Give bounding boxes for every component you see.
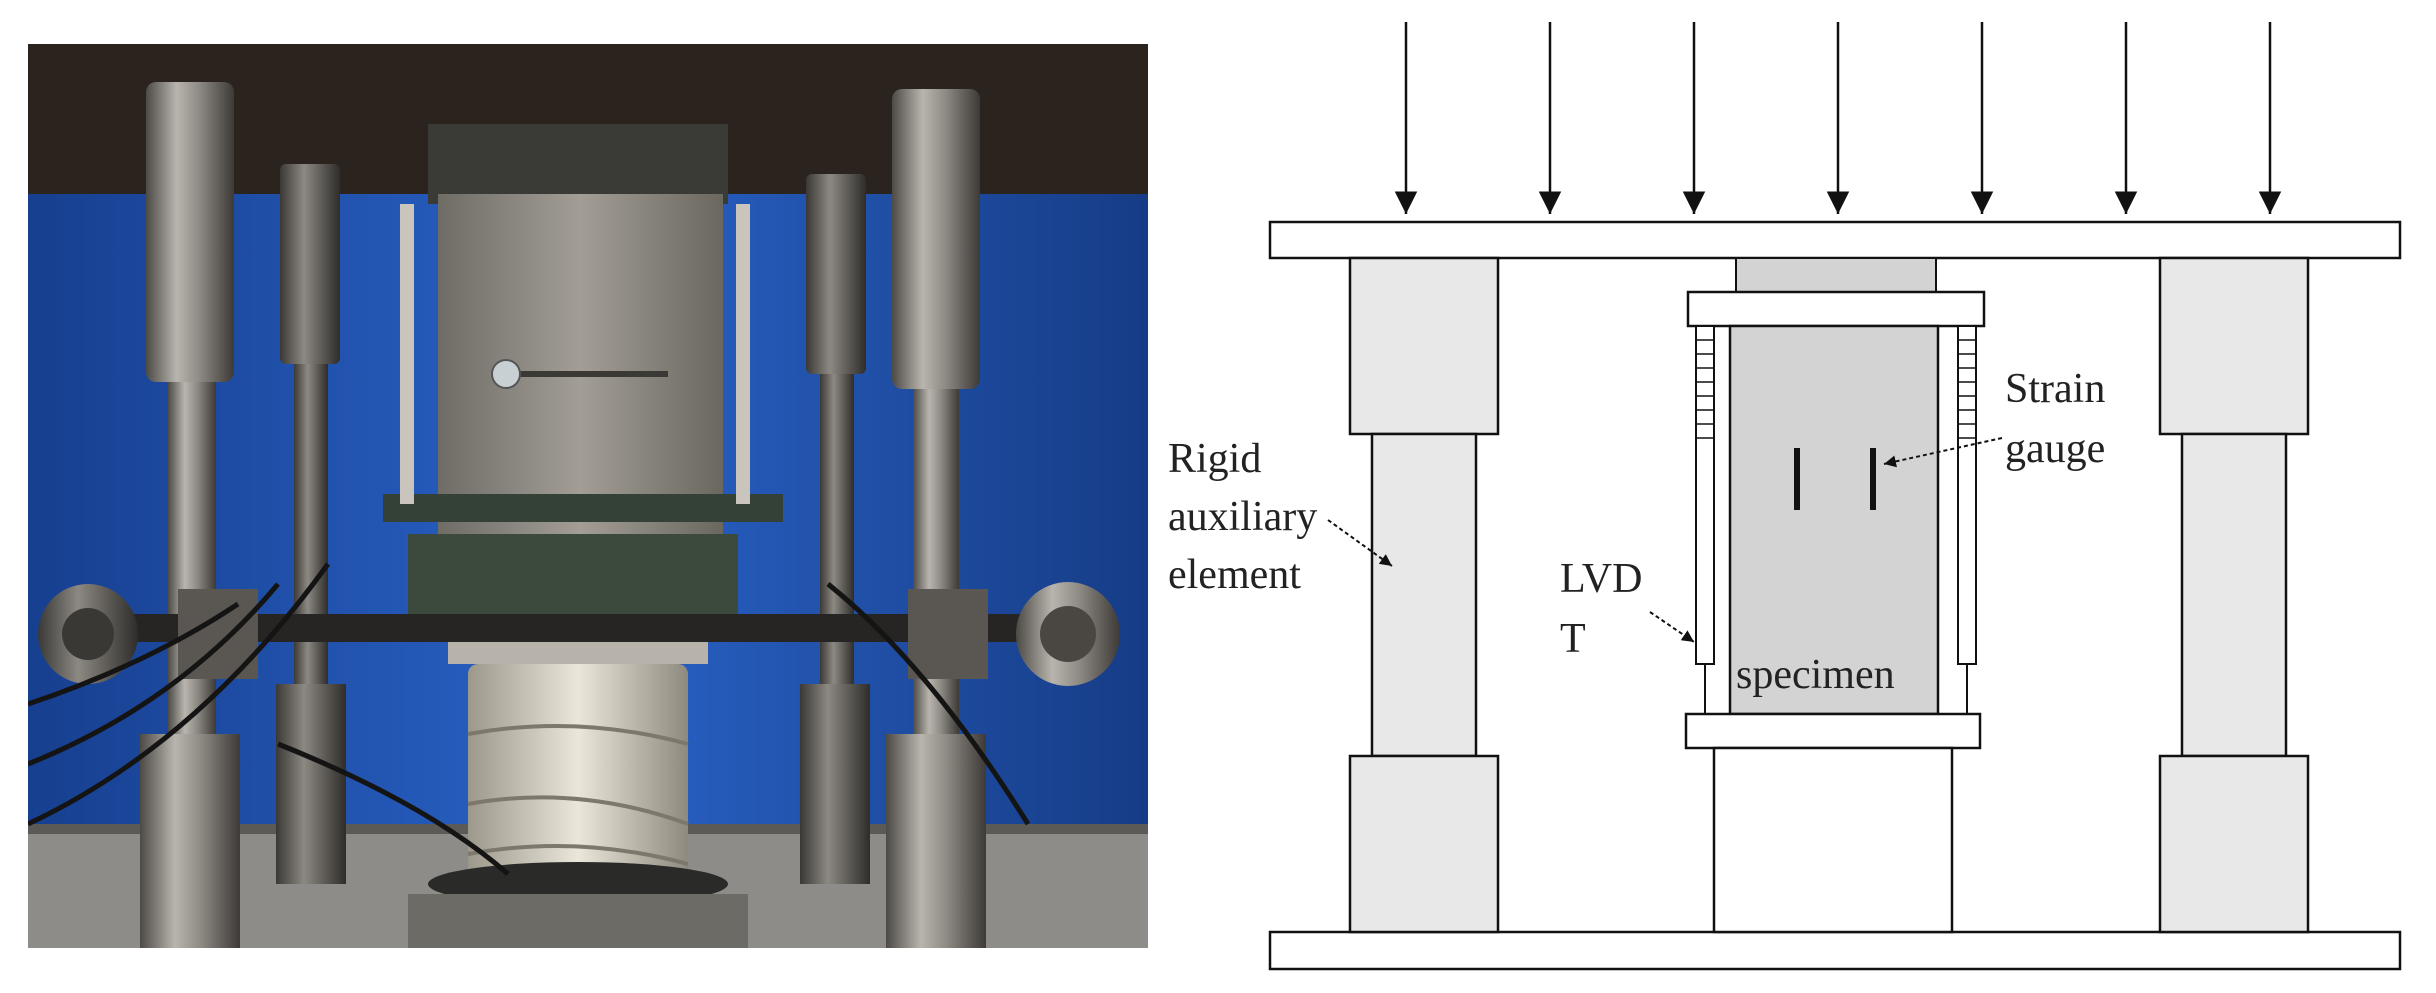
photo-inner-column-left	[276, 164, 346, 884]
top-loading-plate	[1268, 220, 2402, 260]
rigid-auxiliary-element-left	[1348, 256, 1500, 934]
lower-block	[1712, 746, 1954, 934]
label-lvdt-line2: T	[1560, 616, 1586, 662]
photo-outer-column-right	[886, 89, 986, 948]
top-spacer	[1735, 257, 1937, 293]
label-rigid-auxiliary-line2: auxiliary	[1168, 494, 1317, 540]
upper-bearing-plate	[1686, 290, 1986, 328]
rigid-auxiliary-element-right	[2158, 256, 2310, 934]
lvdt-left	[1695, 325, 1715, 714]
leader-rigid-auxiliary	[1327, 519, 1393, 567]
label-rigid-auxiliary-line1: Rigid	[1168, 436, 1261, 482]
label-strain-gauge-line2: gauge	[2005, 426, 2105, 472]
leader-lvdt	[1649, 611, 1695, 643]
photo-inner-column-right	[800, 174, 870, 884]
label-strain-gauge-line1: Strain	[2005, 366, 2105, 412]
bottom-base-plate	[1268, 930, 2402, 971]
label-lvdt-line1: LVD	[1560, 556, 1642, 602]
photo-lvdt-left	[400, 204, 414, 504]
label-rigid-auxiliary-line3: element	[1168, 552, 1301, 598]
photo-specimen-assembly	[383, 124, 783, 948]
leader-strain-gauge	[1883, 437, 2003, 468]
test-setup-photograph	[28, 44, 1148, 948]
lvdt-right	[1957, 325, 1977, 714]
lower-bearing-plate	[1684, 712, 1982, 750]
photo-cables	[28, 562, 1031, 876]
specimen	[1728, 324, 1940, 716]
photo-lvdt-right	[736, 204, 750, 504]
label-specimen: specimen	[1736, 652, 1895, 698]
load-arrows	[1394, 22, 2282, 214]
